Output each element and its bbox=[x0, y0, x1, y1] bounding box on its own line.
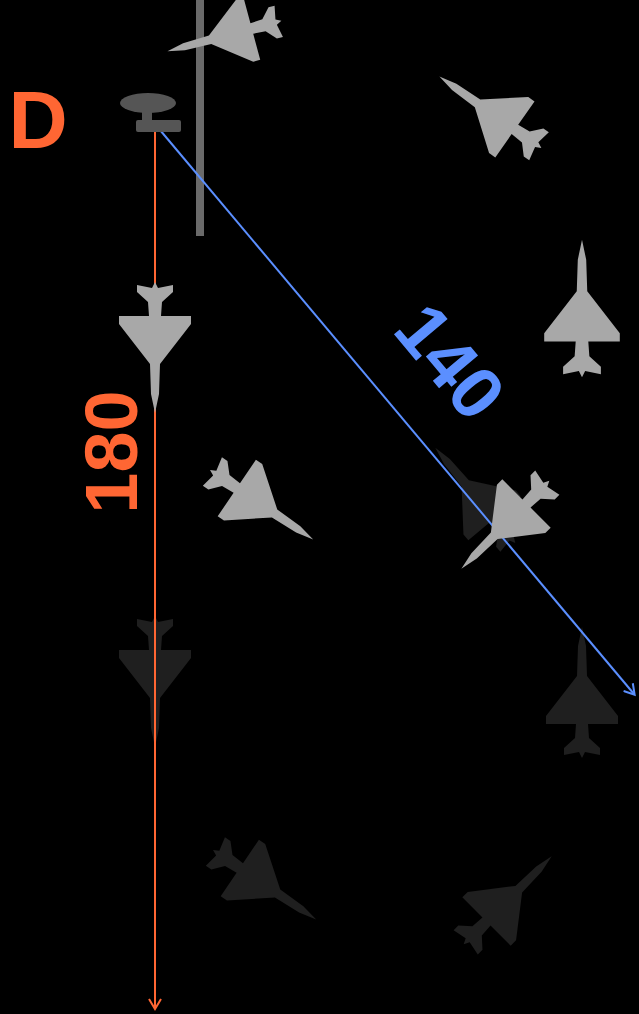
range-line bbox=[154, 130, 156, 1008]
range-line bbox=[160, 130, 634, 694]
radar-icon bbox=[120, 93, 181, 132]
aircraft-grey bbox=[119, 0, 620, 593]
barrier-bar bbox=[196, 0, 204, 236]
range-label: 180 bbox=[75, 390, 149, 513]
range-label: 140 bbox=[382, 291, 518, 433]
range-label: D bbox=[8, 79, 67, 161]
aircraft-dark bbox=[119, 426, 618, 969]
